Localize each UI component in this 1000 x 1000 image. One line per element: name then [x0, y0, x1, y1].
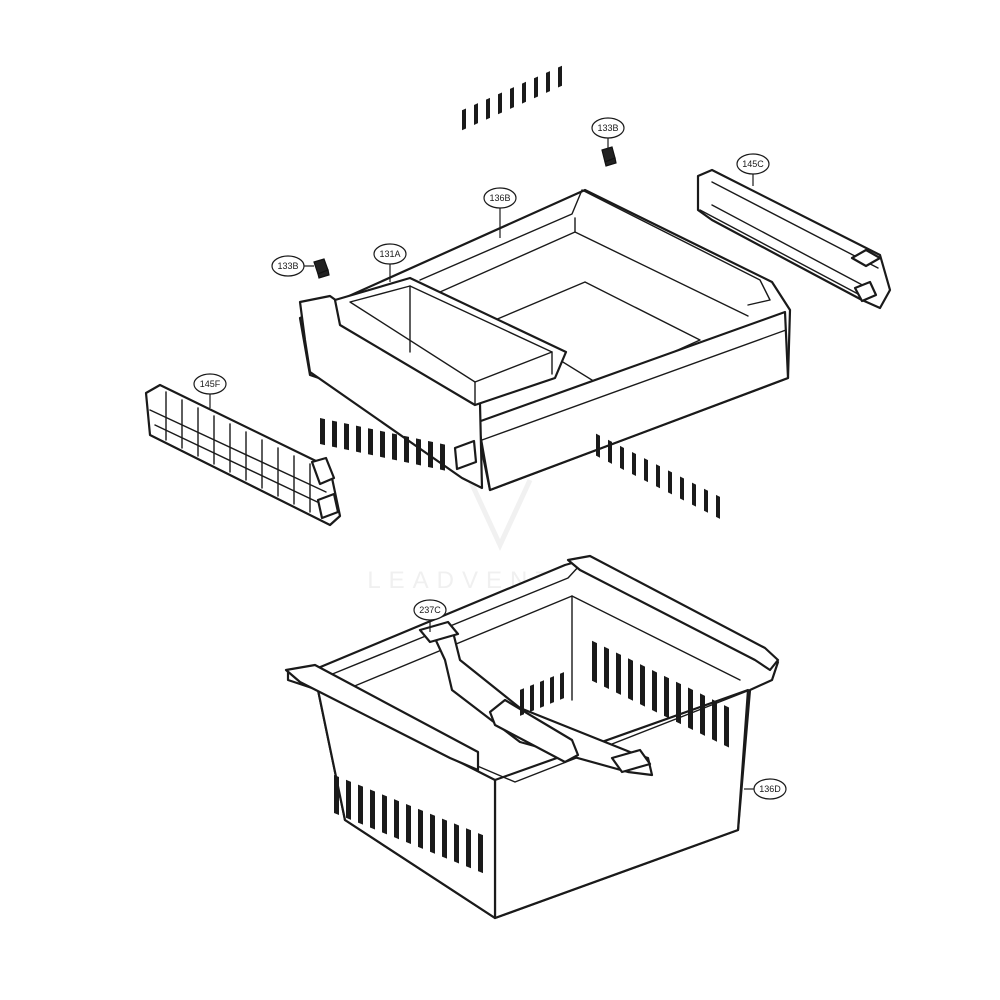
callout-136d: 136D — [744, 778, 787, 800]
lower-drawer-divider-handle — [488, 698, 580, 764]
lower-drawer-inner-vents — [520, 672, 564, 716]
svg-text:145C: 145C — [742, 159, 764, 169]
callout-136b: 136B — [483, 187, 517, 238]
svg-text:133B: 133B — [597, 123, 618, 133]
svg-text:131A: 131A — [379, 249, 400, 259]
svg-text:133B: 133B — [277, 261, 298, 271]
upper-drawer-latch — [453, 439, 478, 471]
svg-text:237C: 237C — [419, 605, 441, 615]
clip-133b-left[interactable] — [313, 258, 330, 279]
callout-133b-left: 133B — [271, 255, 314, 277]
lower-drawer-right-vents — [592, 640, 729, 748]
svg-text:145F: 145F — [200, 379, 221, 389]
rail-145f[interactable] — [144, 383, 342, 527]
upper-drawer[interactable] — [298, 65, 792, 519]
callout-131a: 131A — [373, 243, 407, 282]
inner-bin[interactable] — [333, 276, 568, 407]
callout-145c: 145C — [736, 153, 770, 186]
lower-drawer[interactable] — [284, 554, 780, 920]
callout-145f: 145F — [193, 373, 227, 408]
svg-text:136D: 136D — [759, 784, 781, 794]
upper-drawer-back-vents — [462, 65, 562, 131]
callout-237c: 237C — [413, 599, 447, 632]
upper-drawer-left-vents — [320, 418, 445, 471]
rail-145c[interactable] — [696, 168, 892, 310]
callout-133b-top: 133B — [591, 117, 625, 150]
rail-145f-grid — [165, 391, 311, 513]
clip-133b-top[interactable] — [601, 146, 617, 167]
lower-drawer-left-vents — [334, 774, 483, 874]
svg-text:136B: 136B — [489, 193, 510, 203]
upper-drawer-right-vents — [596, 433, 720, 519]
